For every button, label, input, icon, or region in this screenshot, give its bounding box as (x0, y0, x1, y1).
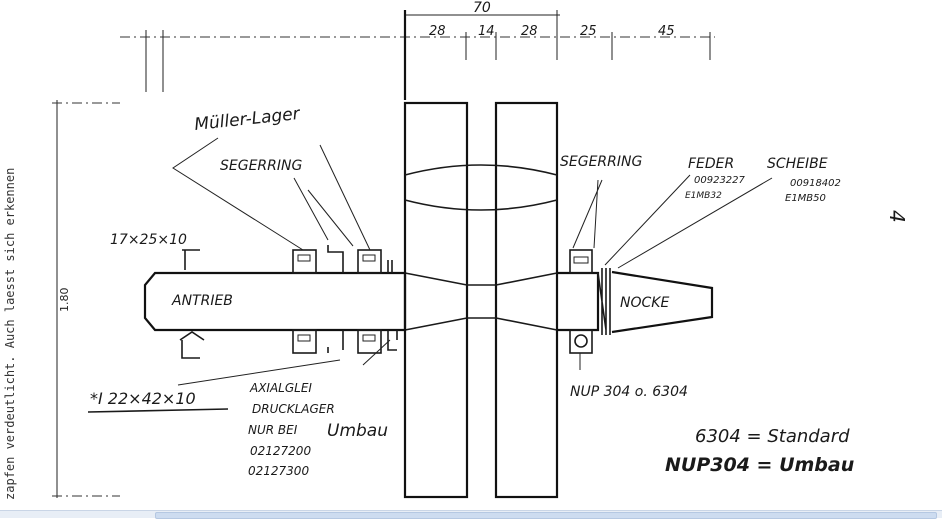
scheibe-number: 00918402 (790, 178, 841, 189)
axial-line1: AXIALGLEI (249, 381, 312, 395)
axial-number2: 02127300 (248, 464, 309, 478)
cam-discs (403, 101, 559, 499)
dim-14: 14 (478, 24, 495, 39)
axial-line3-umbau: Umbau (327, 421, 388, 441)
axial-number1: 02127200 (250, 444, 311, 458)
dim-45: 45 (658, 24, 675, 39)
axial-line3: NUR BEI (248, 423, 298, 437)
segerring-left-label: SEGERRING (220, 158, 302, 174)
bearing-large-label: *I 22×42×10 (90, 389, 196, 408)
dim-28b: 28 (521, 24, 538, 39)
standard-note: 6304 = Standard (695, 426, 850, 447)
mueller-lager-label: Müller-Lager (193, 104, 301, 135)
antrieb-label: ANTRIEB (171, 293, 233, 309)
scheibe-code: E1MB50 (785, 193, 826, 204)
feder-label: FEDER (688, 156, 734, 172)
segerring-right-label: SEGERRING (560, 154, 642, 170)
scrollbar-thumb[interactable] (155, 512, 937, 519)
nocke-label: NOCKE (620, 295, 669, 311)
leader-lines (172, 137, 773, 386)
side-note: zapfen verdeutlicht. Auch laesst sich er… (3, 168, 17, 500)
feder-code: E1MB32 (685, 191, 722, 201)
bearing-small-label: 17×25×10 (110, 232, 187, 248)
nup-label: NUP 304 o. 6304 (570, 384, 688, 400)
height-label: 1.80 (58, 288, 71, 313)
height-dimension: 1.80 (52, 100, 120, 498)
dim-28a: 28 (429, 24, 446, 39)
top-dimensions: 70 28 14 28 25 45 (120, 0, 715, 100)
left-bearings (179, 245, 398, 359)
cam-shaft (557, 249, 714, 370)
scheibe-label: SCHEIBE (767, 156, 828, 172)
bearing-large-underline (87, 408, 229, 413)
umbau-note: NUP304 = Umbau (665, 454, 854, 476)
drive-shaft (143, 271, 407, 332)
feder-number: 00923227 (694, 175, 746, 186)
dim-25: 25 (580, 24, 597, 39)
axial-line2: DRUCKLAGER (252, 402, 335, 416)
page-mark: 4 (885, 210, 909, 223)
dim-70: 70 (473, 0, 491, 16)
